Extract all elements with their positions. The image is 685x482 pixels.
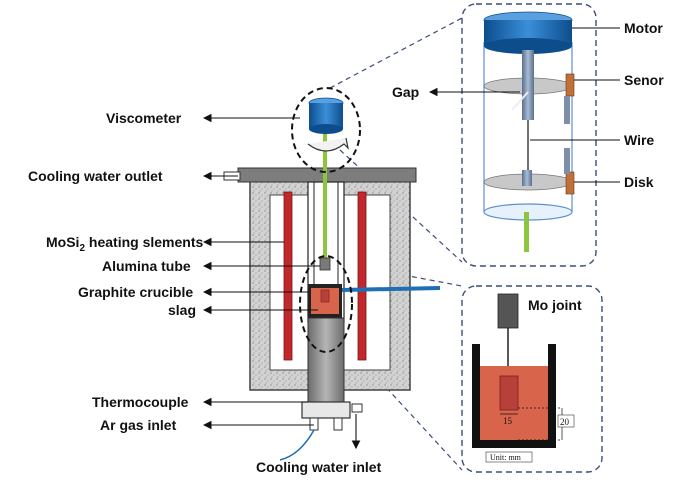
viscometer-detail-panel bbox=[461, 3, 597, 267]
viscometer-head bbox=[307, 97, 349, 152]
label-senor: Senor bbox=[624, 72, 664, 88]
gas-pipe bbox=[341, 286, 441, 292]
label-motor: Motor bbox=[624, 20, 663, 36]
label-dim-width: 15 bbox=[503, 416, 513, 426]
crucible-zoom-ellipse bbox=[299, 255, 353, 353]
spindle-wire bbox=[323, 128, 327, 258]
label-graphite-crucible: Graphite crucible bbox=[78, 284, 193, 300]
right-label-arrows bbox=[428, 27, 620, 183]
label-mo-joint: Mo joint bbox=[528, 297, 582, 313]
label-cooling-water-inlet: Cooling water inlet bbox=[256, 459, 382, 475]
left-label-arrows bbox=[202, 113, 361, 450]
label-ar-gas-inlet: Ar gas inlet bbox=[100, 417, 177, 433]
graphite-crucible bbox=[308, 284, 342, 318]
label-wire: Wire bbox=[624, 132, 654, 148]
label-gap: Gap bbox=[392, 84, 419, 100]
crucible-detail-panel bbox=[461, 285, 603, 473]
label-dim-height: 20 bbox=[560, 417, 570, 427]
heating-elements bbox=[283, 191, 367, 361]
label-viscometer: Viscometer bbox=[106, 110, 182, 126]
thermocouple-tube bbox=[279, 317, 363, 461]
label-thermocouple: Thermocouple bbox=[92, 394, 189, 410]
label-cooling-water-outlet: Cooling water outlet bbox=[28, 168, 163, 184]
alumina-joint bbox=[319, 257, 331, 271]
label-unit: Unit: mm bbox=[490, 453, 522, 462]
label-slag: slag bbox=[168, 302, 196, 318]
viscometer-zoom-ellipse bbox=[291, 87, 361, 173]
label-heating-elements: MoSi2 heating slements bbox=[46, 234, 203, 254]
label-disk: Disk bbox=[624, 174, 654, 190]
label-alumina-tube: Alumina tube bbox=[102, 258, 191, 274]
